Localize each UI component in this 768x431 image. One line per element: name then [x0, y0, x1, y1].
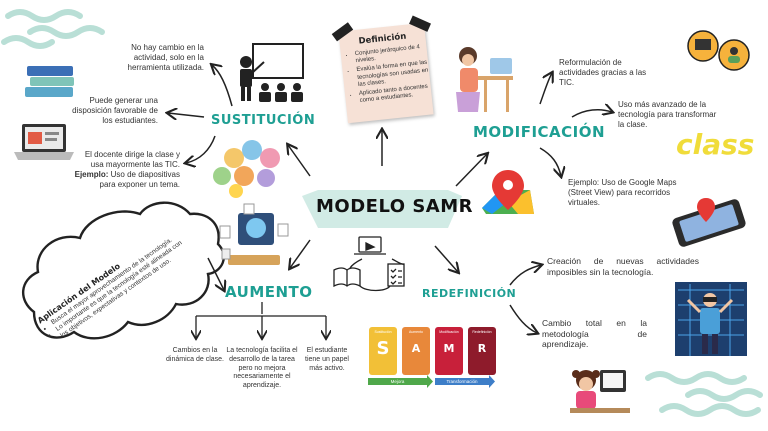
phone-map-illustration — [672, 198, 746, 247]
title-banner — [302, 190, 462, 228]
samr-card-s: Sustitución S — [369, 327, 397, 375]
arrow-red-2 — [509, 304, 537, 333]
samr-card-r: Redefinición R — [468, 327, 496, 375]
transformacion-bar — [435, 378, 489, 385]
aumento-bracket — [196, 302, 326, 317]
sustitucion-example-intro: El docente dirige la clase y usa mayorme… — [84, 150, 180, 169]
modificacion-point-2: Uso más avanzado de la tecnología para t… — [618, 100, 717, 129]
sustitucion-example: El docente dirige la clase y usa mayorme… — [72, 150, 180, 190]
definicion-note: Definición Conjunto jerárquico de 4 nive… — [331, 15, 434, 124]
modificacion-point-1: Reformulación de actividades gracias a l… — [559, 58, 647, 87]
mejora-bar — [368, 378, 427, 385]
arrow-sust-3 — [186, 135, 216, 163]
samr-card-m: Modificación M — [435, 327, 463, 375]
redefinicion-title: REDEFINICIÓN — [422, 287, 517, 300]
video-chat-icon — [687, 30, 750, 71]
arrow-red-1 — [509, 265, 541, 286]
aplicacion-cloud — [22, 201, 225, 340]
arrow-mod-1 — [539, 73, 552, 105]
modificacion-title: MODIFICACIÓN — [473, 123, 606, 141]
child-computer-illustration — [570, 370, 630, 413]
aumento-point-1: Cambios en la dinámica de clase. — [166, 347, 224, 363]
samr-card-caption: Modificación — [439, 330, 459, 334]
brain-computer-illustration — [219, 203, 289, 265]
wave-bottom-right-decoration — [645, 371, 763, 417]
mejora-label: Mejora — [390, 379, 405, 384]
aumento-title: AUMENTO — [225, 283, 313, 301]
arrow-to-redefinicion — [434, 245, 458, 272]
samr-card-letter: A — [411, 342, 421, 355]
central-icons — [333, 236, 405, 292]
samr-card-letter: R — [477, 342, 487, 355]
aumento-point-2: La tecnología facilita el desarrollo de … — [226, 347, 298, 389]
modificacion-example-label: Ejemplo: — [568, 178, 600, 187]
teacher-board-illustration — [240, 43, 304, 102]
wave-top-left-decoration — [1, 9, 105, 49]
arrow-to-aumento — [290, 239, 311, 268]
modificacion-example: Ejemplo: Uso de Google Maps (Street View… — [568, 178, 700, 208]
arrow-mod-2 — [571, 110, 612, 118]
definicion-list: Conjunto jerárquico de 4 niveles. Evalúa… — [341, 44, 432, 107]
redefinicion-point-1: Creación de nuevas actividades imposible… — [547, 256, 699, 277]
samr-card-letter: M — [443, 342, 455, 355]
main-title: MODELO SAMR — [316, 196, 474, 217]
redefinicion-point-2: Cambio total en la metodología de aprend… — [542, 318, 647, 350]
arrow-sust-1 — [212, 65, 233, 107]
video-conference-illustration — [213, 140, 280, 198]
vr-illustration — [675, 282, 747, 356]
modificacion-example-text: Uso de Google Maps (Street View) para re… — [568, 178, 677, 207]
arrow-to-sustitucion — [288, 145, 311, 177]
sustitucion-point-2: Puede generar una disposición favorable … — [72, 96, 158, 125]
online-teacher-illustration — [456, 47, 513, 112]
sustitucion-example-text: Uso de diapositivas para exponer un tema… — [99, 170, 181, 189]
aumento-point-3: El estudiante tiene un papel más activo. — [305, 347, 349, 372]
sustitucion-title: SUSTITUCIÓN — [211, 113, 316, 128]
class-decorative-word: class — [676, 128, 755, 161]
arrow-mod-3 — [539, 147, 561, 176]
books-illustration — [25, 66, 74, 97]
sustitucion-example-label: Ejemplo: — [74, 170, 109, 179]
samr-card-caption: Redefinición — [472, 330, 492, 334]
arrow-to-modificacion — [455, 154, 487, 187]
samr-card-letter: S — [376, 338, 390, 359]
transformacion-label: Transformación — [446, 379, 478, 384]
google-maps-icon — [482, 170, 534, 214]
samr-card-a: Aumento A — [402, 327, 430, 375]
samr-card-caption: Aumento — [408, 330, 423, 334]
sustitucion-point-1: No hay cambio en la actividad, solo en l… — [127, 43, 204, 72]
arrow-sust-2 — [168, 113, 205, 117]
samr-card-caption: Sustitución — [374, 330, 392, 334]
laptop-illustration — [14, 124, 74, 160]
